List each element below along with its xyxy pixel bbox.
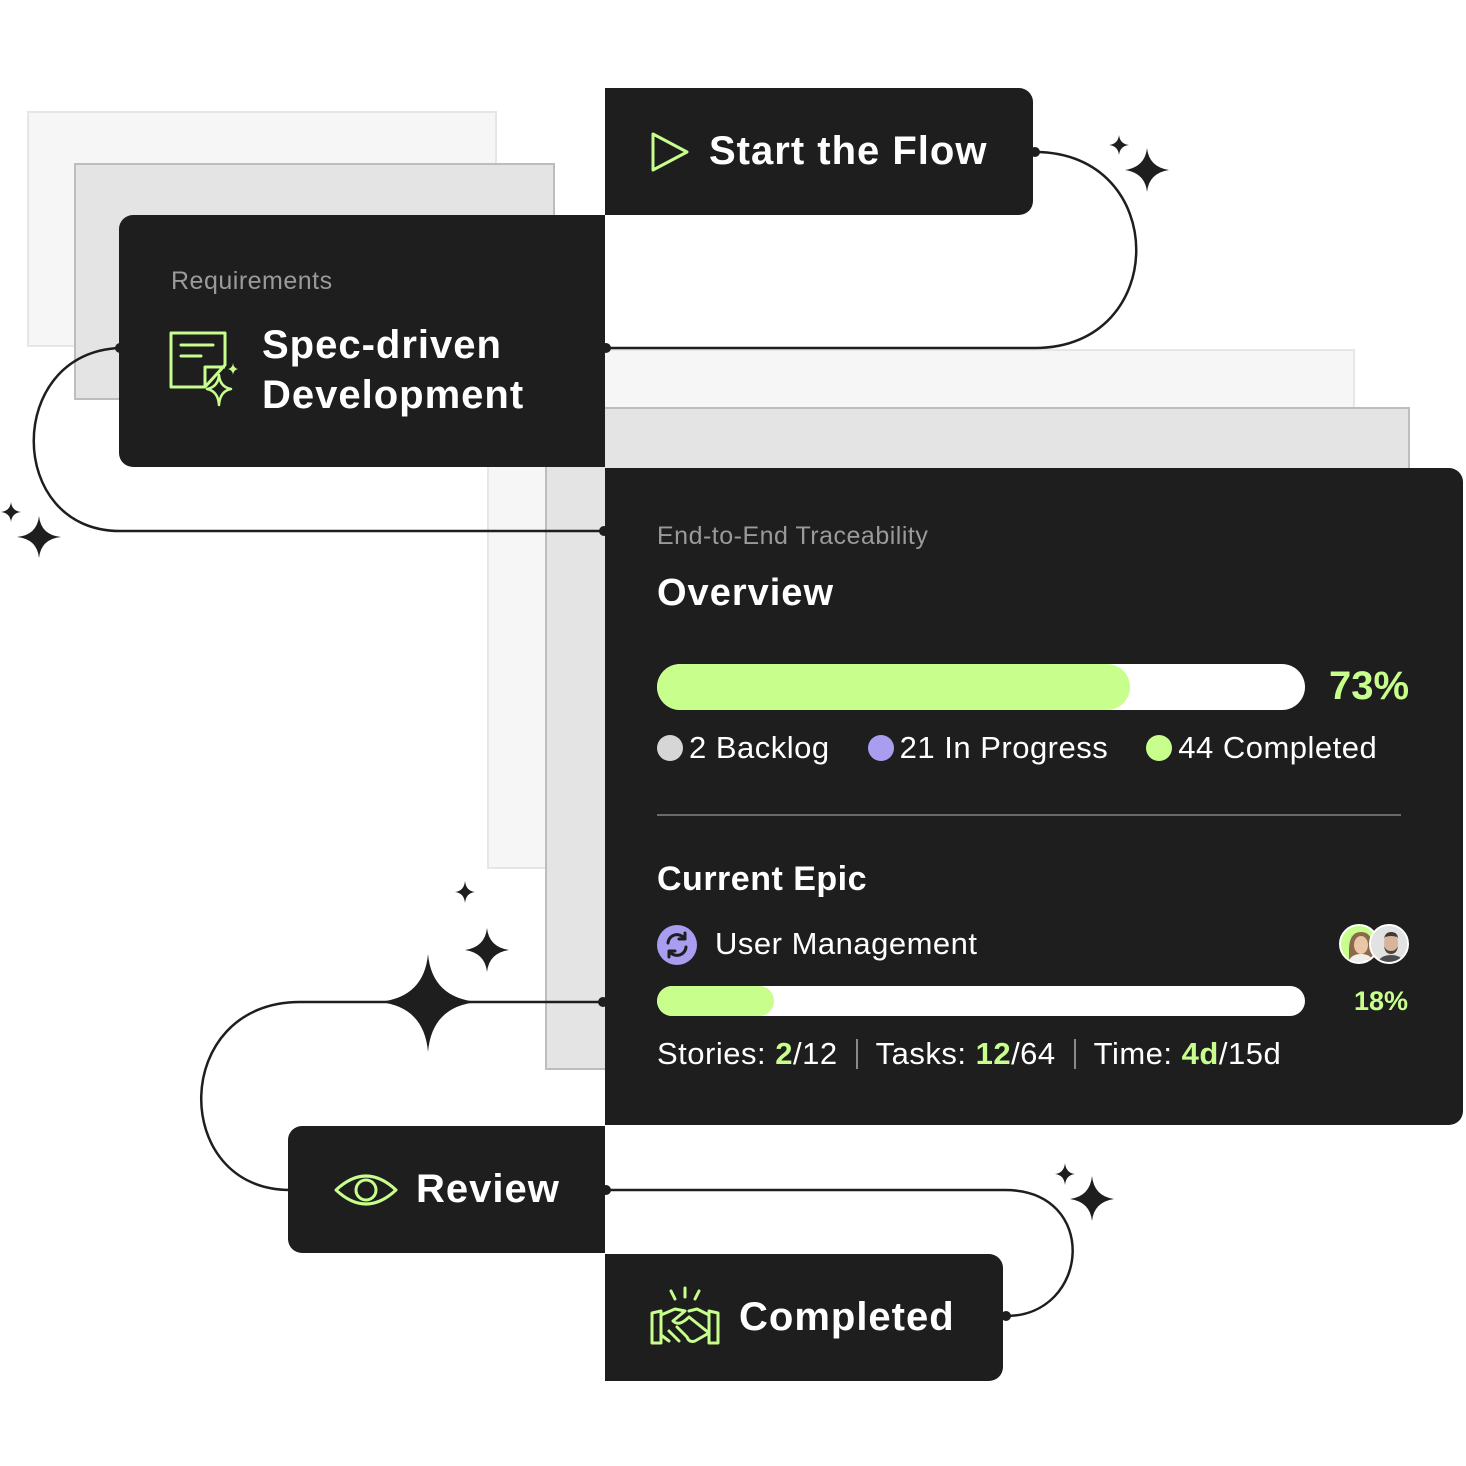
overview-section-label: End-to-End Traceability xyxy=(657,522,929,550)
epic-progress-fill xyxy=(657,986,774,1016)
spec-title-line2: Development xyxy=(262,373,525,417)
current-epic-heading: Current Epic xyxy=(657,860,868,898)
time-label: Time: xyxy=(1093,1036,1173,1071)
overview-divider xyxy=(657,814,1401,816)
avatar xyxy=(1339,924,1379,964)
review-card[interactable]: Review xyxy=(288,1126,605,1253)
time-total: /15d xyxy=(1218,1036,1282,1071)
legend-in-progress: 21 In Progress xyxy=(867,730,1109,766)
tasks-total: /64 xyxy=(1011,1036,1056,1071)
play-icon xyxy=(649,131,691,173)
sparkle-icon xyxy=(1,502,21,522)
epic-name[interactable]: User Management xyxy=(715,926,978,961)
status-legend: 2 Backlog 21 In Progress 44 Completed xyxy=(657,730,1377,766)
sparkle-icon xyxy=(17,516,61,558)
document-sparkle-icon xyxy=(167,329,239,409)
tasks-done: 12 xyxy=(975,1036,1012,1071)
completed-title: Completed xyxy=(739,1295,955,1339)
sparkle-icon xyxy=(1055,1163,1075,1185)
sparkle-icon xyxy=(465,928,509,972)
tasks-label: Tasks: xyxy=(875,1036,967,1071)
epic-stats: Stories: 2/12 Tasks: 12/64 Time: 4d/15d xyxy=(657,1036,1281,1072)
completed-dot xyxy=(1146,735,1173,761)
stats-separator xyxy=(1073,1039,1076,1069)
sparkle-icon xyxy=(1125,148,1169,192)
avatar xyxy=(1369,924,1409,964)
eye-icon xyxy=(334,1170,398,1210)
overview-title: Overview xyxy=(657,572,834,614)
sparkle-icon xyxy=(1070,1176,1114,1221)
spec-title-line1: Spec-driven xyxy=(262,323,502,367)
stories-done: 2 xyxy=(775,1036,793,1071)
epic-progress-percent: 18% xyxy=(1354,986,1409,1016)
start-flow-title: Start the Flow xyxy=(709,129,988,173)
overview-card: End-to-End Traceability Overview 73% 2 B… xyxy=(605,468,1463,1125)
sparkle-icon xyxy=(455,881,475,903)
sparkle-icon xyxy=(1109,135,1129,155)
in-progress-dot xyxy=(867,735,894,761)
overview-progress-bar xyxy=(657,664,1305,710)
stories-label: Stories: xyxy=(657,1036,767,1071)
legend-completed: 44 Completed xyxy=(1146,730,1377,766)
stories-total: /12 xyxy=(792,1036,838,1071)
overview-progress-percent: 73% xyxy=(1329,664,1410,708)
handshake-icon xyxy=(649,1285,721,1351)
overview-progress-fill xyxy=(657,664,1131,710)
start-flow-card[interactable]: Start the Flow xyxy=(605,88,1033,215)
refresh-icon xyxy=(657,925,697,965)
spec-section-label: Requirements xyxy=(171,267,333,295)
backlog-dot xyxy=(657,735,683,761)
sparkle-icon xyxy=(378,954,478,1052)
epic-progress-bar xyxy=(657,986,1305,1016)
completed-card[interactable]: Completed xyxy=(605,1254,1003,1381)
legend-backlog: 2 Backlog xyxy=(657,730,830,766)
review-title: Review xyxy=(416,1167,560,1211)
epic-assignees[interactable] xyxy=(1339,924,1411,968)
stats-separator xyxy=(855,1039,858,1069)
spec-driven-card[interactable]: Requirements Spec-driven Development xyxy=(119,215,605,467)
time-done: 4d xyxy=(1181,1036,1219,1071)
